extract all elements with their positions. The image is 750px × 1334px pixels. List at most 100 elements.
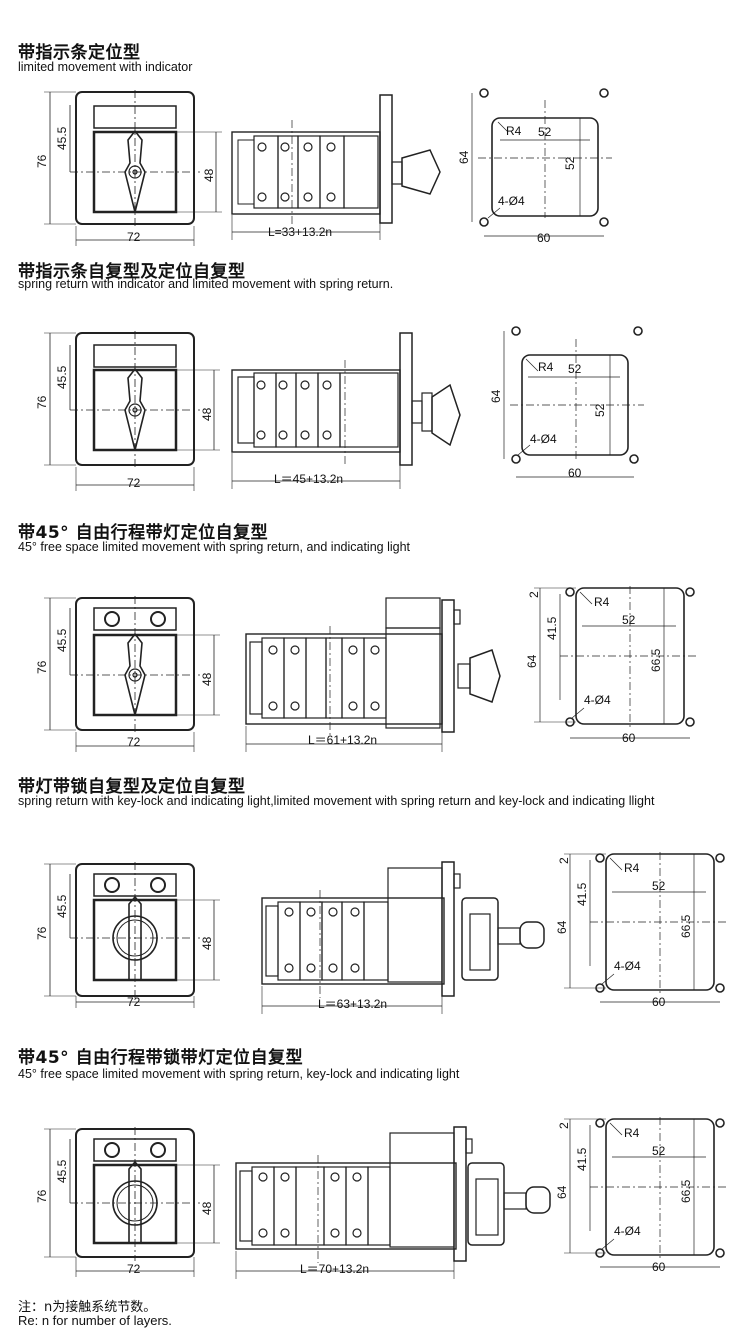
dim-offset: 2 xyxy=(557,1122,571,1129)
dim-52-top: 52 xyxy=(568,362,582,376)
dim-48: 48 xyxy=(200,1201,214,1215)
dim-offset: 2 xyxy=(557,857,571,864)
dim-length: L＝70+13.2n xyxy=(300,1262,369,1276)
dim-76: 76 xyxy=(35,926,49,940)
front-view xyxy=(44,862,220,1008)
section-title: 带指示条定位型 xyxy=(18,43,141,63)
side-view xyxy=(261,861,545,1014)
dim-r4: R4 xyxy=(506,124,522,138)
dim-r4: R4 xyxy=(594,595,610,609)
knob-icon xyxy=(128,895,142,981)
drawing: 76 45.5 48 72 xyxy=(35,1117,726,1279)
knob-icon xyxy=(124,367,146,451)
front-view xyxy=(44,1127,220,1277)
drawing: 76 45.5 48 72 L＝61+1 xyxy=(35,586,696,752)
section-subtitle: 45° free space limited movement with spr… xyxy=(18,1067,460,1081)
dim-45-5: 45.5 xyxy=(55,126,69,150)
dim-48: 48 xyxy=(200,407,214,421)
drawing: 76 45.5 48 72 L=33+13.2n xyxy=(35,88,612,246)
dim-60: 60 xyxy=(537,231,551,245)
dim-holes: 4-Ø4 xyxy=(584,693,611,707)
dim-offset: 2 xyxy=(527,591,541,598)
dim-length: L＝63+13.2n xyxy=(318,997,387,1011)
section-subtitle: spring return with indicator and limited… xyxy=(18,277,394,291)
footnote-cn: 注：n为接触系统节数。 xyxy=(18,1300,157,1315)
knob-icon xyxy=(469,649,501,703)
key-icon xyxy=(503,1192,527,1210)
dim-72: 72 xyxy=(127,735,141,749)
dim-60: 60 xyxy=(652,995,666,1009)
dim-64: 64 xyxy=(555,920,569,934)
dim-holes: 4-Ø4 xyxy=(498,194,525,208)
dim-holes: 4-Ø4 xyxy=(614,1224,641,1238)
section-title: 带45° 自由行程带灯定位自复型 xyxy=(18,523,269,543)
cutout-view xyxy=(564,1117,726,1268)
dim-60: 60 xyxy=(652,1260,666,1274)
lamp-icon xyxy=(150,877,166,893)
dim-64: 64 xyxy=(489,389,503,403)
dim-60: 60 xyxy=(568,466,582,480)
dim-48: 48 xyxy=(200,672,214,686)
dim-length: L＝45+13.2n xyxy=(274,472,343,486)
dim-41-5: 41.5 xyxy=(575,1147,589,1171)
section-1: 带指示条定位型 limited movement with indicator … xyxy=(0,0,750,255)
dim-52-right: 52 xyxy=(563,156,577,170)
lock-icon xyxy=(112,1180,158,1226)
dim-45-5: 45.5 xyxy=(55,365,69,389)
dim-76: 76 xyxy=(35,154,49,168)
section-title: 带45° 自由行程带锁带灯定位自复型 xyxy=(18,1048,304,1068)
drawing: 76 45.5 48 72 L＝45+13.2n xyxy=(35,326,644,491)
dim-52-top: 52 xyxy=(652,879,666,893)
dim-r4: R4 xyxy=(624,1126,640,1140)
dim-41-5: 41.5 xyxy=(575,882,589,906)
dim-48: 48 xyxy=(200,936,214,950)
dim-66-5: 66.5 xyxy=(649,648,663,672)
section-3: 带45° 自由行程带灯定位自复型 45° free space limited … xyxy=(0,510,750,770)
lock-icon xyxy=(112,915,158,961)
lamp-icon xyxy=(104,611,120,627)
dim-64: 64 xyxy=(457,150,471,164)
dim-52-top: 52 xyxy=(652,1144,666,1158)
section-title: 带灯带锁自复型及定位自复型 xyxy=(18,777,246,797)
dim-60: 60 xyxy=(622,731,636,745)
knob-icon xyxy=(431,383,461,447)
dim-45-5: 45.5 xyxy=(55,628,69,652)
side-view xyxy=(231,332,461,489)
dim-72: 72 xyxy=(127,995,141,1009)
dim-holes: 4-Ø4 xyxy=(530,432,557,446)
dim-76: 76 xyxy=(35,395,49,409)
dim-72: 72 xyxy=(127,476,141,490)
section-2: 带指示条自复型及定位自复型 spring return with indicat… xyxy=(0,255,750,510)
dim-48: 48 xyxy=(202,168,216,182)
section-4: 带灯带锁自复型及定位自复型 spring return with key-loc… xyxy=(0,770,750,1035)
knob-icon xyxy=(124,632,146,716)
side-view xyxy=(231,94,441,240)
knob-icon xyxy=(401,149,441,195)
dim-length: L=33+13.2n xyxy=(268,225,332,239)
front-view xyxy=(44,90,222,246)
side-view xyxy=(235,1126,551,1279)
dim-52-top: 52 xyxy=(538,125,552,139)
dim-66-5: 66.5 xyxy=(679,1179,693,1203)
section-5: 带45° 自由行程带锁带灯定位自复型 45° free space limite… xyxy=(0,1035,750,1295)
knob-icon xyxy=(128,1160,142,1244)
dim-76: 76 xyxy=(35,660,49,674)
lamp-icon xyxy=(104,1142,120,1158)
dim-45-5: 45.5 xyxy=(55,1159,69,1183)
dim-64: 64 xyxy=(525,654,539,668)
knob-icon xyxy=(124,129,146,213)
dim-41-5: 41.5 xyxy=(545,616,559,640)
cutout-view xyxy=(534,586,696,739)
lamp-icon xyxy=(150,1142,166,1158)
dim-66-5: 66.5 xyxy=(679,914,693,938)
dim-52-right: 52 xyxy=(593,403,607,417)
dim-72: 72 xyxy=(127,1262,141,1276)
dim-holes: 4-Ø4 xyxy=(614,959,641,973)
footnote-en: Re: n for number of layers. xyxy=(18,1313,172,1328)
front-view xyxy=(44,331,220,491)
dim-length: L＝61+13.2n xyxy=(308,733,377,747)
dim-r4: R4 xyxy=(538,360,554,374)
dim-r4: R4 xyxy=(624,861,640,875)
dim-45-5: 45.5 xyxy=(55,894,69,918)
front-view xyxy=(44,596,220,752)
